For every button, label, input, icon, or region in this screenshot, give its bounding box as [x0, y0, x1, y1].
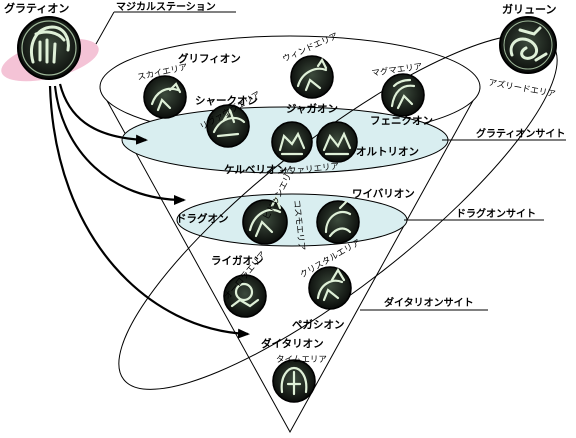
- arrow-to-gratheon-site: [58, 83, 148, 145]
- pegasus-emblem[interactable]: [308, 266, 352, 310]
- wolf-emblem[interactable]: [290, 55, 334, 99]
- ortros-emblem[interactable]: [316, 121, 358, 163]
- jagaon-label: ジャガオン: [286, 102, 338, 115]
- kerberion-label: ケルベリオン: [224, 164, 287, 176]
- magical-station-label: マジカルステーション: [116, 1, 216, 13]
- ortros-icon: [322, 131, 352, 156]
- wolf-icon: [296, 57, 328, 92]
- sharkon-label: シャークオン: [195, 95, 258, 107]
- phoenix-emblem[interactable]: [381, 73, 425, 117]
- helmet-emblem[interactable]: [272, 359, 316, 403]
- dragon-site-label: ドラグオンサイト: [456, 207, 536, 220]
- griffin-icon: [150, 82, 182, 112]
- pegasion-label: ペガシオン: [292, 318, 345, 331]
- gratheon-site-label: グラティオンサイト: [476, 127, 565, 140]
- wyvern-emblem[interactable]: [316, 200, 360, 244]
- shark-icon: [212, 107, 246, 138]
- dragon-label: ドラグオン: [176, 212, 229, 225]
- serpent-dragon-icon: [509, 26, 548, 62]
- azure-area-label: アズリードエリア: [487, 77, 556, 100]
- raigaon-label: ライガオン: [211, 254, 264, 267]
- leader-magical-station: [95, 11, 115, 45]
- daitarion-label: ダイタリオン: [261, 337, 324, 350]
- lion-emblem[interactable]: [223, 274, 267, 318]
- time-area-label: タイムエリア: [276, 355, 327, 365]
- dragon-emblem[interactable]: [242, 195, 288, 245]
- wyvarion-label: ワイバリオン: [352, 188, 415, 200]
- arrow-to-daitarion-site: [48, 85, 250, 339]
- dragon-icon: [248, 195, 282, 238]
- gratheon-emblem[interactable]: [17, 16, 81, 80]
- phoenix-icon: [390, 78, 416, 110]
- world-cone: [99, 87, 481, 434]
- griffin-emblem[interactable]: [143, 75, 187, 119]
- griphon-label: グリフィオン: [178, 52, 241, 65]
- lion-icon: [230, 282, 260, 308]
- kerberos-emblem[interactable]: [271, 121, 313, 163]
- daitarion-helmet-icon: [280, 366, 308, 396]
- ortorion-label: オルトリオン: [356, 146, 419, 158]
- gariun-emblem[interactable]: [499, 16, 557, 74]
- pegasus-icon: [316, 267, 346, 302]
- kerberos-icon: [278, 131, 306, 156]
- gratheon-label: グラティオン: [4, 1, 69, 15]
- arrow-to-dragon-site: [53, 85, 186, 205]
- wyvern-icon: [324, 200, 352, 238]
- phoenicon-label: フェニクオン: [370, 115, 433, 127]
- shark-emblem[interactable]: [206, 104, 250, 148]
- daitarion-site-label: ダイタリオンサイト: [384, 296, 474, 309]
- knight-helmet-icon: [30, 25, 70, 64]
- gariun-label: ガリューン: [502, 2, 556, 16]
